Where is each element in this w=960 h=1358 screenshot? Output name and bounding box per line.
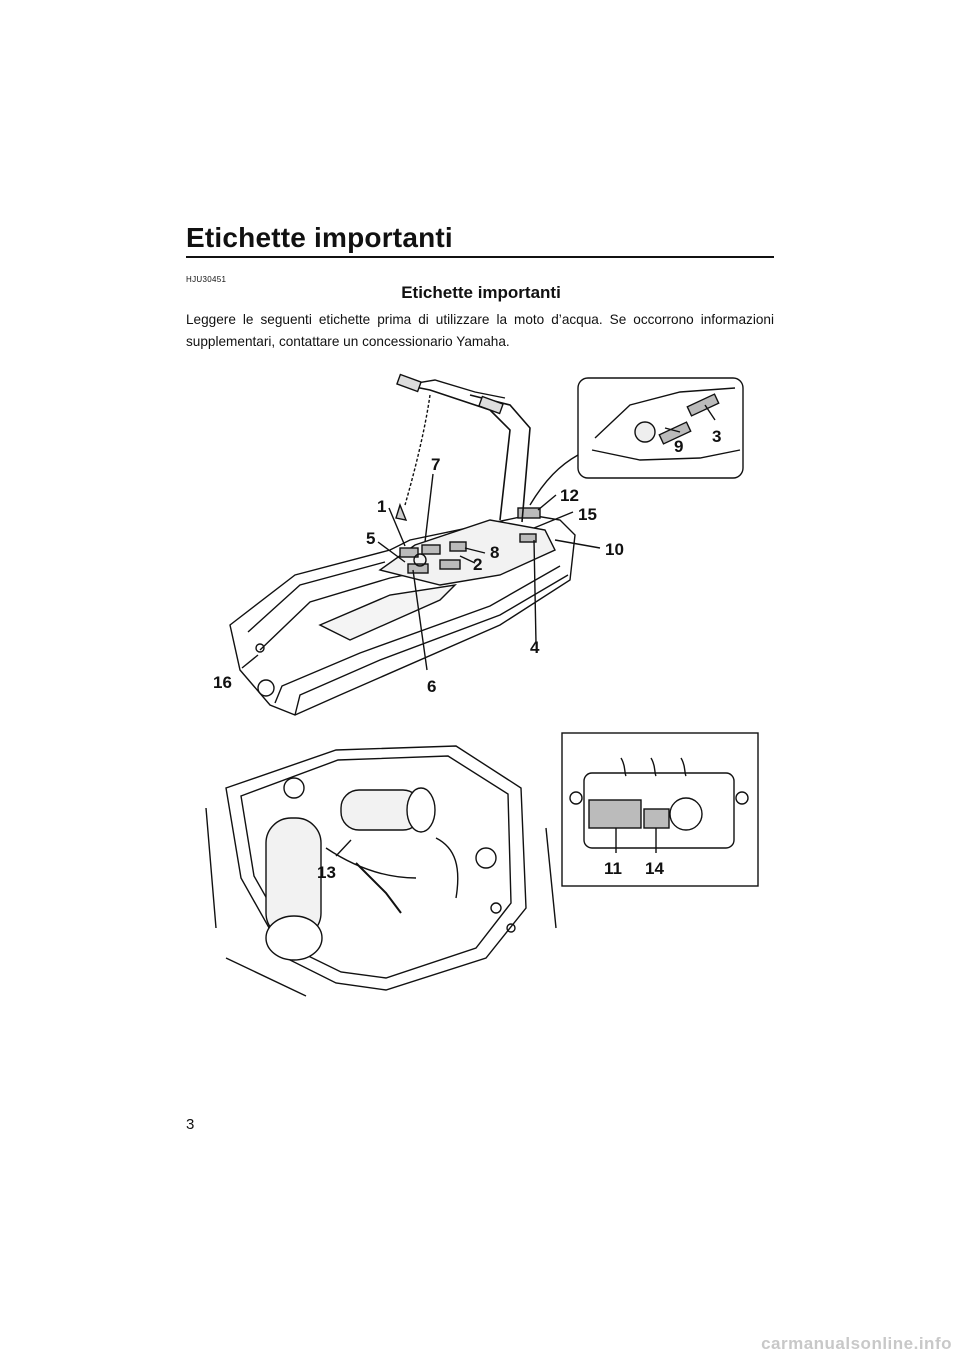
callout-14: 14 [645, 859, 664, 878]
callout-6: 6 [427, 677, 436, 696]
engine-compartment-diagram: 13 11 14 [205, 732, 759, 997]
watercraft-label-diagram: 1 2 4 5 6 7 8 10 12 15 16 9 3 [213, 373, 744, 716]
callout-15: 15 [578, 505, 597, 524]
callout-5: 5 [366, 529, 375, 548]
section-code: HJU30451 [186, 275, 227, 284]
callout-2: 2 [473, 555, 482, 574]
watermark: carmanualsonline.info [761, 1334, 952, 1353]
page-header-title: Etichette importanti [186, 222, 453, 253]
callout-12: 12 [560, 486, 579, 505]
callout-7: 7 [431, 455, 440, 474]
intro-paragraph: Leggere le seguenti etichette prima di u… [186, 312, 774, 349]
callout-3: 3 [712, 427, 721, 446]
callout-11: 11 [604, 859, 622, 878]
page-number: 3 [186, 1116, 195, 1133]
callout-1: 1 [377, 497, 386, 516]
callout-13: 13 [317, 863, 336, 882]
callout-9: 9 [674, 437, 683, 456]
header-divider [186, 256, 774, 258]
callout-4: 4 [530, 638, 540, 657]
callout-16: 16 [213, 673, 232, 692]
callout-8: 8 [490, 543, 499, 562]
callout-10: 10 [605, 540, 624, 559]
section-title: Etichette importanti [401, 283, 561, 302]
